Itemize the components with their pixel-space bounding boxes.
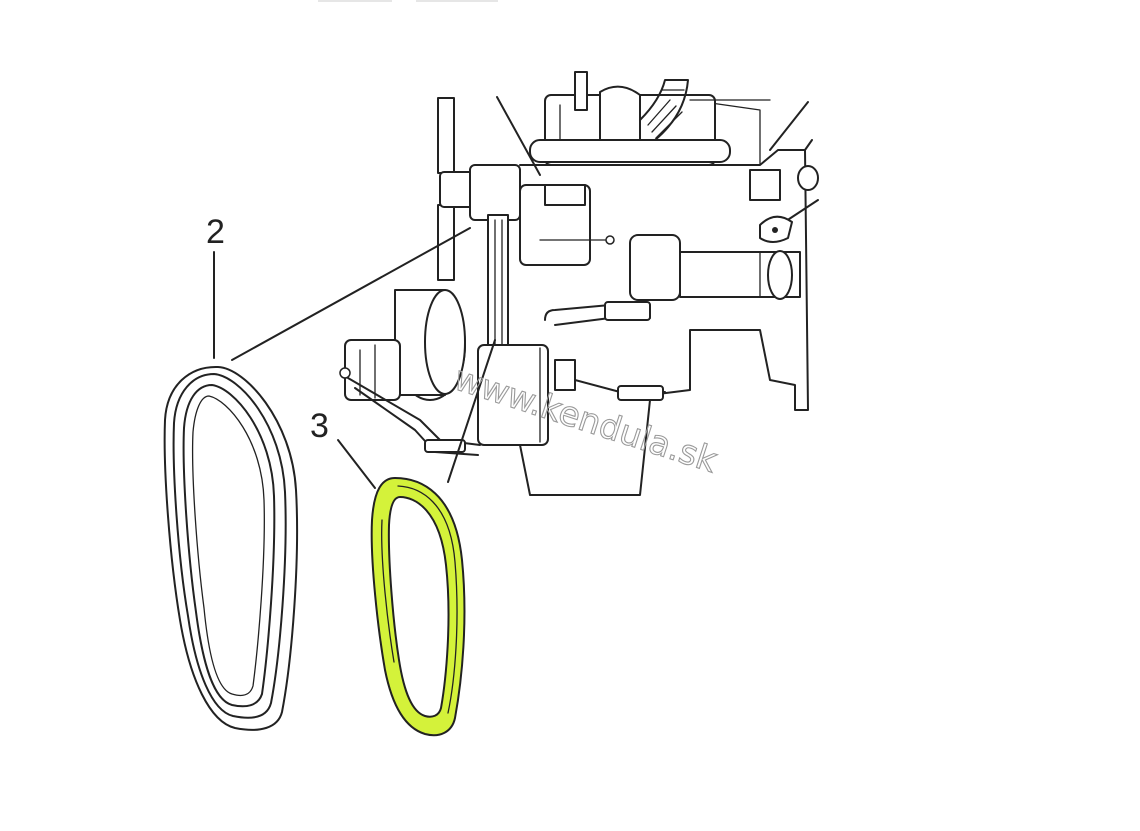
v-belt-3-highlighted [370,476,466,737]
v-belt-2 [163,251,299,731]
engine-illustration [231,71,819,496]
part-label-2: 2 [206,213,225,251]
alternator [339,289,466,401]
turbocharger [529,71,771,166]
leader-line-belt-3 [447,339,496,483]
part-label-3: 3 [310,407,329,445]
leader-line-belt-2 [231,227,471,361]
pulleys [469,164,615,366]
crankshaft-pulley [477,301,666,496]
oil-cooler [629,234,801,301]
label-3-pointer [337,439,376,489]
cooling-fan [437,97,481,281]
oil-filler [749,165,819,243]
